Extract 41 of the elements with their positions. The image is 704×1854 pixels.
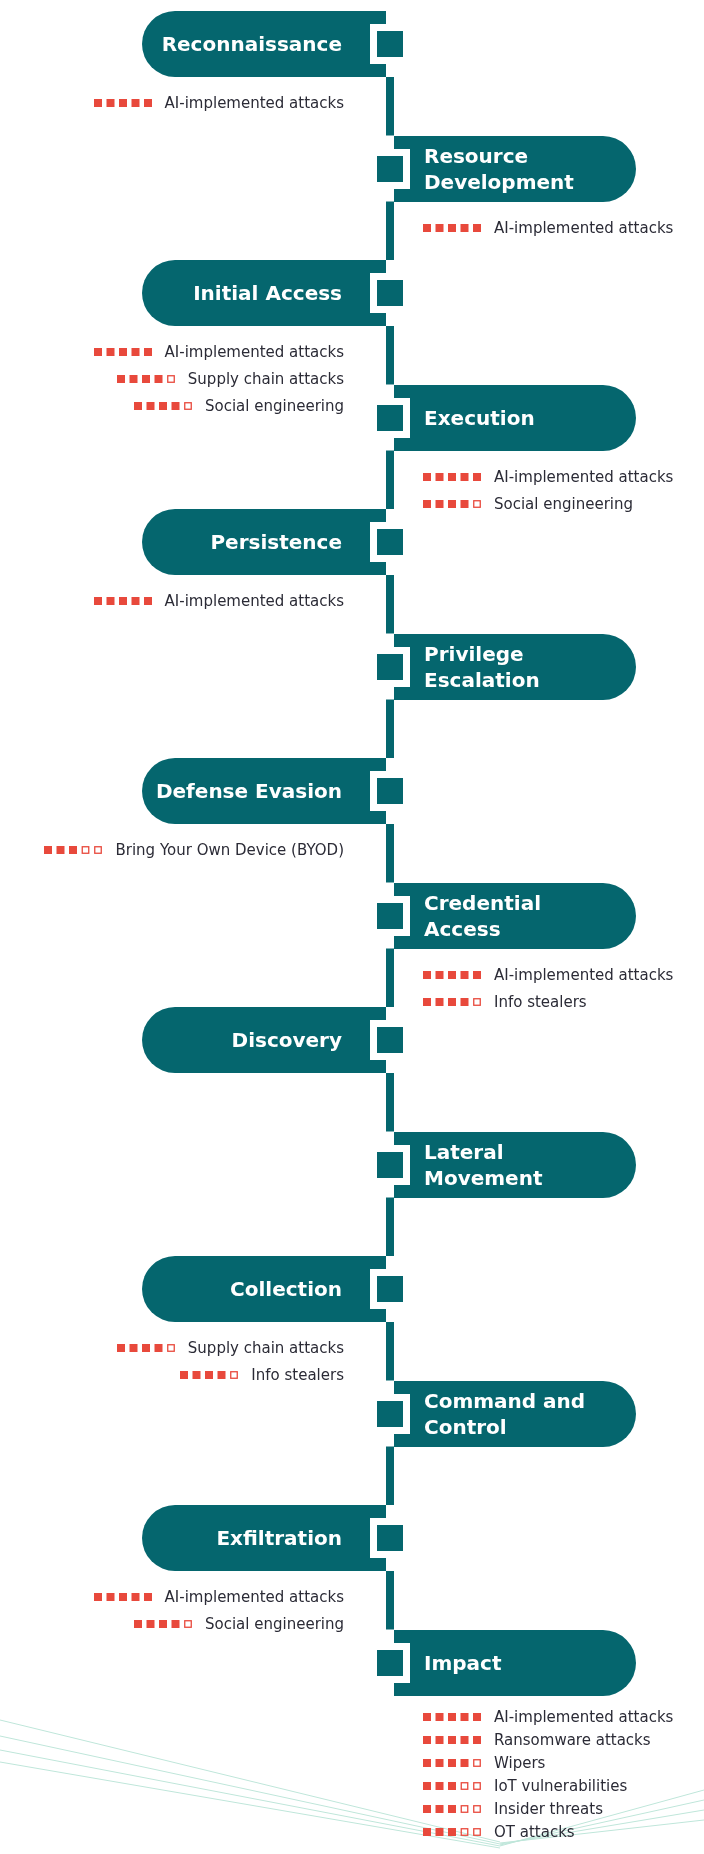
threat-label: AI-implemented attacks [494, 467, 674, 486]
timeline-connector [386, 201, 394, 260]
stage-title: Command and Control [424, 1387, 587, 1440]
threat-label: Bring Your Own Device (BYOD) [115, 841, 344, 859]
threat-label: AI-implemented attacks [164, 592, 344, 610]
timeline-connector [386, 1446, 394, 1505]
stage-title: Collection [230, 1276, 342, 1302]
timeline-connector [386, 948, 394, 1007]
threat-label: IoT vulnerabilities [494, 1776, 628, 1795]
threat-label: Ransomware attacks [494, 1730, 651, 1749]
stage-title: Execution [424, 404, 535, 431]
threat-label: Supply chain attacks [187, 1339, 344, 1357]
stage-title: Discovery [231, 1027, 342, 1053]
threat-label: Social engineering [205, 397, 344, 415]
stage-title: Reconnaissance [161, 31, 342, 57]
threat-label: Info stealers [251, 1366, 344, 1384]
threat-label: OT attacks [494, 1822, 575, 1841]
stage-title: Impact [424, 1649, 502, 1676]
stage-title: Persistence [210, 529, 342, 555]
timeline-connector [386, 1197, 394, 1256]
stage-title: Exfiltration [216, 1525, 342, 1551]
stage-title: Privilege Escalation [424, 640, 541, 693]
threat-label: AI-implemented attacks [164, 94, 344, 112]
stage-title: Initial Access [193, 280, 342, 306]
threat-label: AI-implemented attacks [164, 343, 344, 361]
stage-title: Defense Evasion [155, 778, 342, 804]
threat-label: Wipers [494, 1753, 546, 1772]
threat-label: Supply chain attacks [187, 370, 344, 388]
stage-title: Resource Development [424, 142, 575, 195]
threat-label: Info stealers [494, 992, 587, 1011]
threat-label: Social engineering [205, 1615, 344, 1633]
timeline-connector [386, 450, 394, 509]
threat-label: Social engineering [494, 494, 633, 513]
threat-label: AI-implemented attacks [164, 1588, 344, 1606]
threat-label: AI-implemented attacks [494, 218, 674, 237]
threat-label: AI-implemented attacks [494, 965, 674, 984]
threat-label: Insider threats [494, 1799, 603, 1818]
stage-title: Lateral Movement [424, 1138, 544, 1191]
timeline-connector [386, 699, 394, 758]
threat-label: AI-implemented attacks [494, 1707, 674, 1726]
stage-title: Credential Access [424, 889, 542, 942]
